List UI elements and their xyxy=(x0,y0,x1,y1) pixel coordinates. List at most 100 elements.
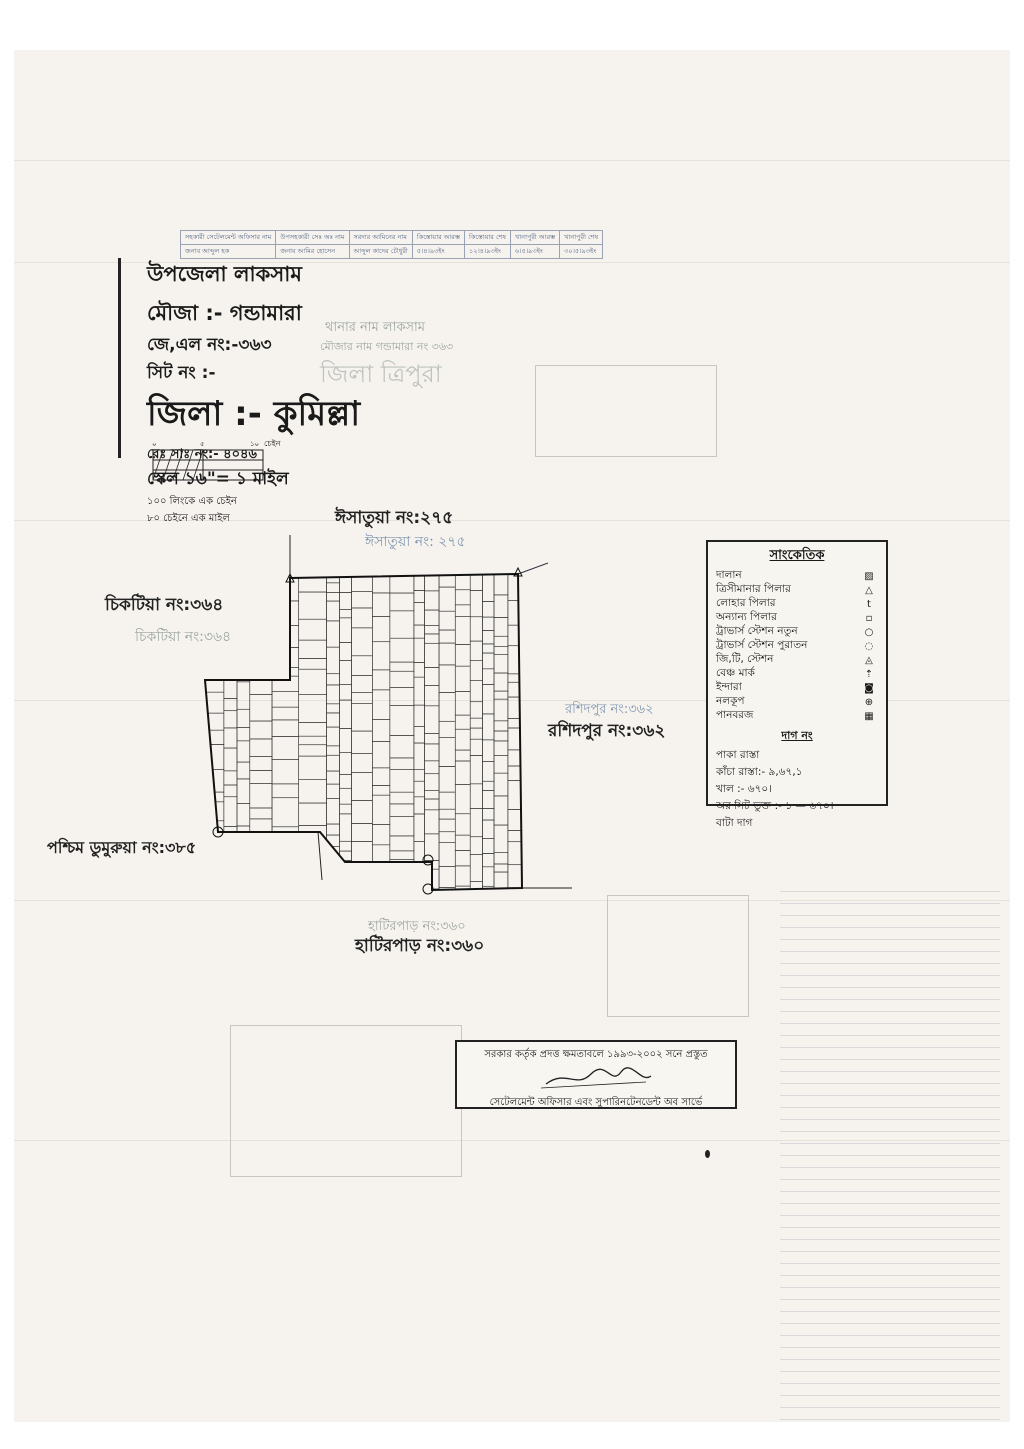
legend-label: অন্যান্য পিলার xyxy=(716,610,777,623)
parcel xyxy=(413,871,425,884)
parcel xyxy=(339,592,352,610)
parcel xyxy=(438,866,456,888)
parcel xyxy=(482,739,495,762)
parcel xyxy=(389,735,415,759)
parcel xyxy=(482,808,495,821)
boundary-east: রশিদপুর নং:৩৬২ xyxy=(548,721,666,741)
parcel xyxy=(389,803,415,817)
stamp-bottom-text: সেটেলমেন্ট অফিসার এবং সুপারিনটেনডেন্ট অব… xyxy=(489,1097,703,1108)
parcel xyxy=(205,729,225,745)
parcel xyxy=(271,719,300,737)
parcel xyxy=(223,770,238,786)
legend-label: ত্রিসীমানার পিলার xyxy=(716,582,791,595)
parcel xyxy=(236,877,251,888)
parcel xyxy=(271,736,300,760)
dag-label: পাকা রাস্তা xyxy=(716,749,760,761)
parcel xyxy=(389,791,415,805)
dag-label: অর সিট ভুক্ত :- ১ — ৬৭০। xyxy=(716,800,834,812)
parcel xyxy=(482,668,495,685)
parcel xyxy=(249,694,273,722)
parcel xyxy=(351,607,373,629)
parcel xyxy=(493,698,509,722)
parcel xyxy=(205,801,225,822)
parcel xyxy=(482,885,495,890)
parcel xyxy=(493,755,509,774)
parcel xyxy=(493,645,509,655)
parcel xyxy=(507,645,522,675)
parcel xyxy=(507,749,522,767)
parcel xyxy=(389,610,415,639)
parcel xyxy=(372,592,391,617)
parcel xyxy=(372,785,391,796)
old-thana-label: থানার নাম লাকসাম xyxy=(325,320,426,335)
parcel xyxy=(413,676,425,706)
parcel-grid xyxy=(205,574,522,890)
parcel xyxy=(424,743,440,762)
parcel xyxy=(223,784,238,798)
parcel xyxy=(249,807,273,820)
boundary-west-old: চিকটিয়া নং:৩৬৪ xyxy=(135,629,232,645)
parcel xyxy=(469,717,483,729)
traverse-station-icon xyxy=(212,826,224,838)
legend-item: ত্রিসীমানার পিলার△ xyxy=(708,583,886,597)
parcel xyxy=(424,685,440,707)
legend-symbol-icon: ◬ xyxy=(865,654,873,666)
parcel xyxy=(351,772,373,801)
parcel xyxy=(372,866,391,885)
parcel xyxy=(271,759,300,785)
parcel xyxy=(438,692,456,722)
dag-label: বাটা দাগ xyxy=(716,817,753,829)
legend-label: নলকূপ xyxy=(716,694,745,707)
parcel xyxy=(482,616,495,631)
stamp-top-text: সরকার কর্তৃক প্রদত্ত ক্ষমতাবলে ১৯৯৩-২০০২… xyxy=(484,1049,708,1060)
parcel xyxy=(249,783,273,809)
parcel xyxy=(413,602,425,626)
parcel xyxy=(438,808,456,820)
parcel xyxy=(271,783,300,799)
dag-label: খাল :- ৬৭০। xyxy=(716,783,773,795)
parcel xyxy=(469,808,483,838)
parcel xyxy=(351,703,373,732)
legend-symbol-icon: t xyxy=(867,598,871,610)
parcel xyxy=(413,883,425,890)
parcel xyxy=(271,691,300,708)
parcel xyxy=(454,760,471,785)
parcel xyxy=(454,749,471,762)
boundary-north: ঈসাতুয়া নং:২৭৫ xyxy=(335,508,454,528)
legend-item: দালান▨ xyxy=(708,569,886,583)
dag-item: কাঁচা রাস্তা:- ৯,৬৭,১ xyxy=(708,765,886,782)
parcel xyxy=(454,885,471,890)
parcel xyxy=(339,609,352,619)
parcel xyxy=(438,831,456,843)
parcel xyxy=(469,881,483,890)
parcel xyxy=(424,798,440,811)
parcel xyxy=(389,592,415,612)
chains-note: ৮০ চেইনে এক মাইল xyxy=(147,513,230,524)
parcel xyxy=(438,720,456,738)
parcel xyxy=(326,646,340,675)
parcel xyxy=(493,863,509,873)
parcel xyxy=(326,703,340,714)
parcel xyxy=(236,740,251,763)
parcel xyxy=(326,823,340,836)
legend-label: ট্রাভার্স স্টেশন নতুন xyxy=(716,624,798,637)
parcel xyxy=(438,610,456,631)
parcel xyxy=(298,618,327,641)
boundary-line xyxy=(517,562,549,575)
parcel xyxy=(339,774,352,789)
dag-item: পাকা রাস্তা xyxy=(708,748,886,765)
legend-item: পানবরজ▦ xyxy=(708,709,886,723)
parcel xyxy=(482,838,495,854)
dag-item: বাটা দাগ xyxy=(708,816,886,833)
parcel xyxy=(454,728,471,751)
parcel xyxy=(351,823,373,842)
parcel xyxy=(205,833,225,858)
parcel xyxy=(249,818,273,834)
parcel xyxy=(223,727,238,749)
parcel xyxy=(454,665,471,692)
legend-symbol-icon: ○ xyxy=(864,626,874,638)
parcel xyxy=(298,591,327,620)
parcel xyxy=(389,661,415,672)
parcel xyxy=(413,796,425,815)
parcel xyxy=(271,826,300,836)
